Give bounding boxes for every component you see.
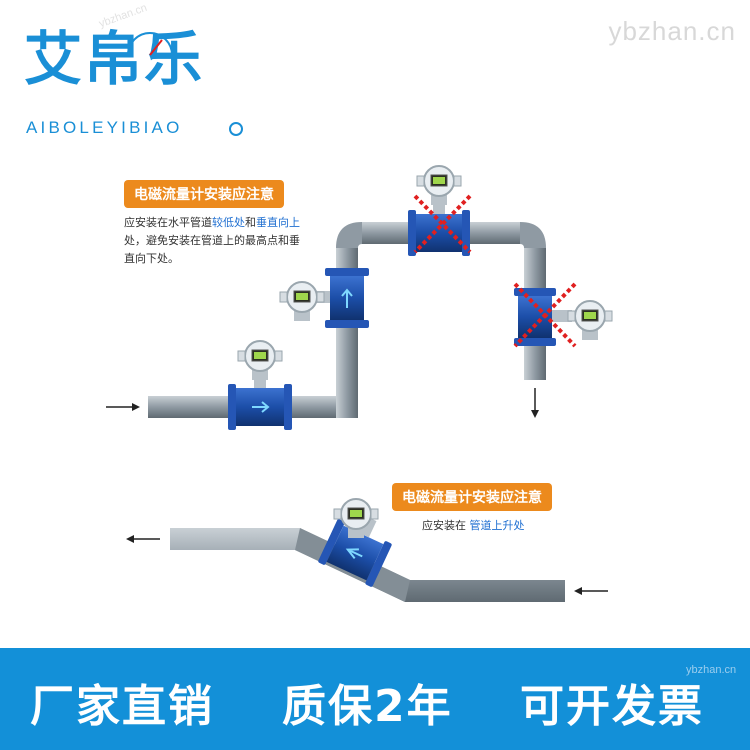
- note-lower-title: 电磁流量计安装应注意: [392, 483, 552, 511]
- note-lower: 电磁流量计安装应注意 应安装在 管道上升处: [392, 483, 592, 535]
- flow-arrow-out-upper: [531, 388, 539, 418]
- flow-arrow-out-lower: [126, 535, 160, 543]
- note-upper-highlight: 垂直向上: [256, 216, 300, 229]
- promo-banner: 厂家直销 质保2年 可开发票: [0, 648, 750, 750]
- banner-item-invoice: 可开发票: [520, 681, 704, 732]
- meter-rising: [318, 516, 392, 587]
- note-upper-text: 处，避免安装在管道上的最高点和垂: [124, 234, 300, 247]
- banner-item-warranty: 质保2年: [282, 681, 453, 732]
- note-upper: 电磁流量计安装应注意 应安装在水平管道较低处和垂直向上 处，避免安装在管道上的最…: [124, 180, 354, 268]
- meter-horizontal-low: [228, 340, 292, 430]
- meter-vertical-up: [279, 268, 369, 328]
- note-lower-highlight: 管道上升处: [469, 519, 525, 532]
- note-upper-body: 应安装在水平管道较低处和垂直向上 处，避免安装在管道上的最高点和垂 直向下处。: [124, 214, 354, 268]
- banner-item-direct-sale: 厂家直销: [30, 681, 214, 732]
- gauge-icon: [127, 32, 173, 56]
- cross-mark-icon: [413, 194, 472, 254]
- logo-pinyin: AIBOLEYIBIAO: [26, 118, 183, 137]
- note-upper-text: 和: [245, 216, 256, 229]
- note-upper-text: 直向下处。: [124, 252, 179, 265]
- note-lower-body: 应安装在 管道上升处: [422, 517, 592, 535]
- watermark-site: ybzhan.cn: [608, 16, 736, 46]
- note-upper-highlight: 较低处: [212, 216, 245, 229]
- logo-name: 艾帛乐: [24, 25, 205, 93]
- note-upper-text: 应安装在水平管道: [124, 216, 212, 229]
- meter-vertical-down-wrong: [513, 282, 613, 348]
- watermark-banner: ybzhan.cn: [686, 664, 737, 676]
- meter-top-wrong: [408, 165, 472, 256]
- flow-arrow-in-upper: [106, 403, 140, 411]
- note-lower-text: 应安装在: [422, 519, 466, 532]
- logo-dot-icon: [229, 122, 243, 136]
- flow-arrow-in-lower: [574, 587, 608, 595]
- note-upper-title: 电磁流量计安装应注意: [124, 180, 284, 208]
